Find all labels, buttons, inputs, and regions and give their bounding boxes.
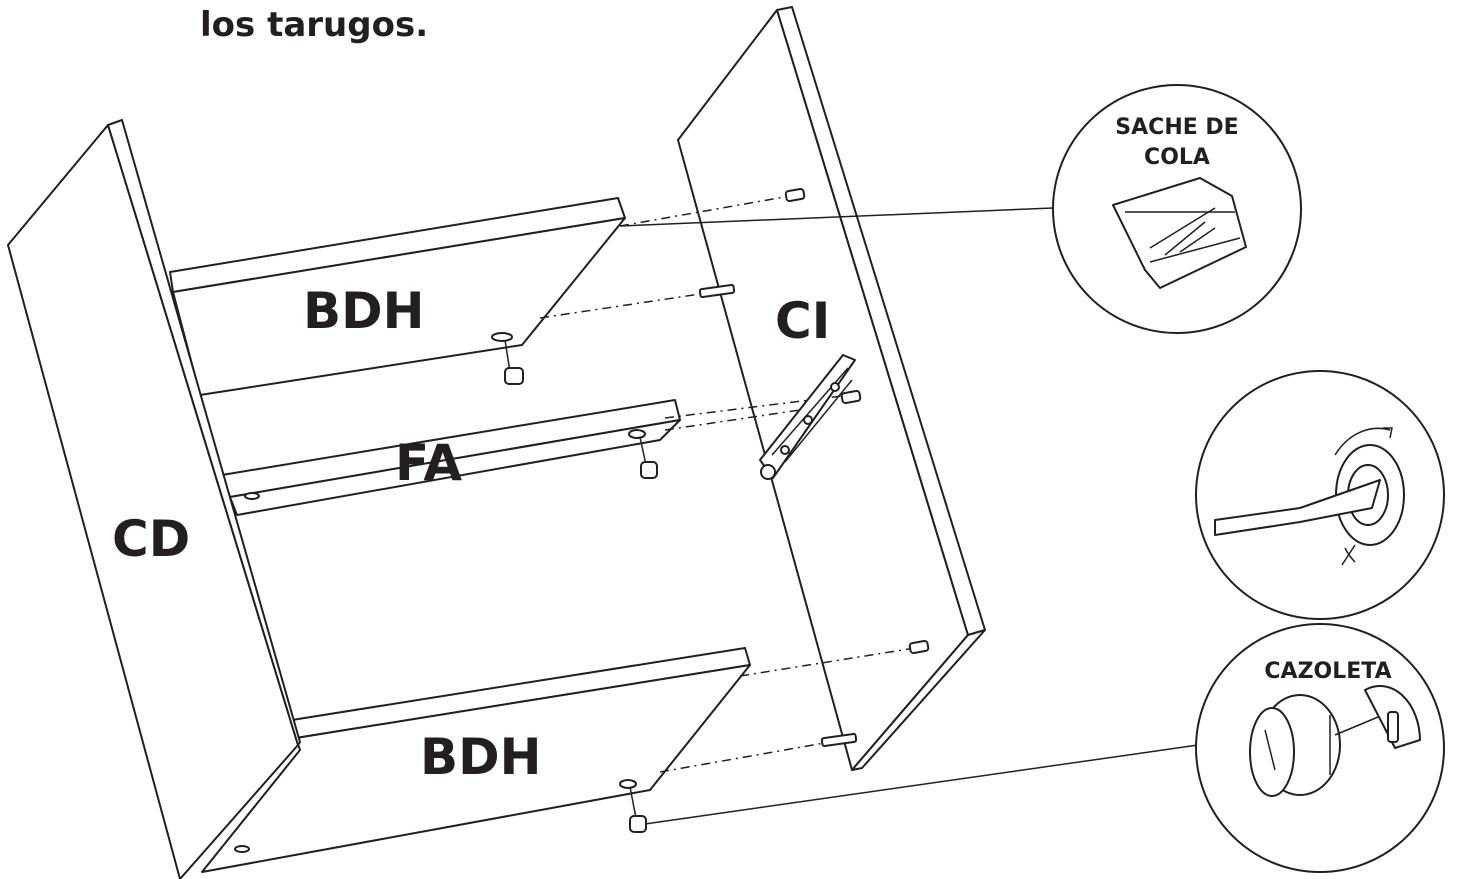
fa-hole [244, 492, 260, 500]
drawer-slide [759, 354, 856, 480]
dowel [840, 389, 862, 405]
hardware [491, 187, 930, 833]
bdh-bottom-hole [234, 845, 250, 853]
slide-screw-hole [803, 415, 813, 425]
label-bdh-bottom: BDH [420, 728, 541, 786]
cam-lock [504, 367, 524, 385]
cam-lock [629, 815, 647, 833]
callout-glue: SACHE DE COLA [1052, 84, 1302, 334]
guide-line [619, 195, 791, 227]
label-fa: FA [395, 434, 462, 492]
cam-leader [504, 339, 511, 373]
callout-cam: CAZOLETA [1195, 623, 1445, 873]
dowel [784, 187, 806, 203]
glue-label-line2: COLA [1144, 145, 1210, 170]
glue-label-line1: SACHE DE [1115, 115, 1238, 140]
panel-cd-edge [107, 119, 301, 746]
cam-bolt [698, 283, 736, 299]
label-ci: CI [775, 292, 830, 350]
cam-hole [628, 429, 646, 439]
glue-sachet-icon [1112, 177, 1247, 289]
guide-line [659, 741, 831, 773]
slide-wheel [760, 464, 776, 480]
cam-bolt [820, 732, 858, 748]
slide-screw-hole [830, 382, 840, 392]
bdh-bottom-face [201, 664, 751, 873]
cam-lock [640, 461, 658, 479]
cam-leader [629, 786, 637, 819]
cam-hole [619, 779, 637, 789]
cam-label: CAZOLETA [1264, 659, 1391, 684]
cam-leader [639, 436, 647, 466]
panel-fa [221, 399, 681, 516]
callout-circle [1195, 370, 1445, 620]
guide-line [664, 409, 801, 431]
fa-face [229, 419, 681, 516]
cam-lock-icon [1249, 685, 1421, 797]
panel-ci-bottom-edge [851, 629, 986, 771]
dowel [908, 639, 930, 655]
guide-line [539, 293, 701, 319]
panel-bdh-bottom [201, 647, 751, 873]
slide-screw-hole [780, 445, 790, 455]
label-cd: CD [112, 510, 190, 568]
instruction-text: los tarugos. [200, 5, 428, 45]
guide-line [739, 647, 916, 677]
slide-rail-line [784, 379, 853, 463]
callout-screwdriver [1195, 370, 1445, 620]
cam-hole [491, 332, 513, 342]
panel-cd [7, 119, 301, 879]
screwdriver-icon [1214, 427, 1405, 566]
callout-leader-cam [644, 744, 1199, 825]
callout-leader-glue [619, 207, 1054, 227]
label-bdh-top: BDH [303, 282, 424, 340]
